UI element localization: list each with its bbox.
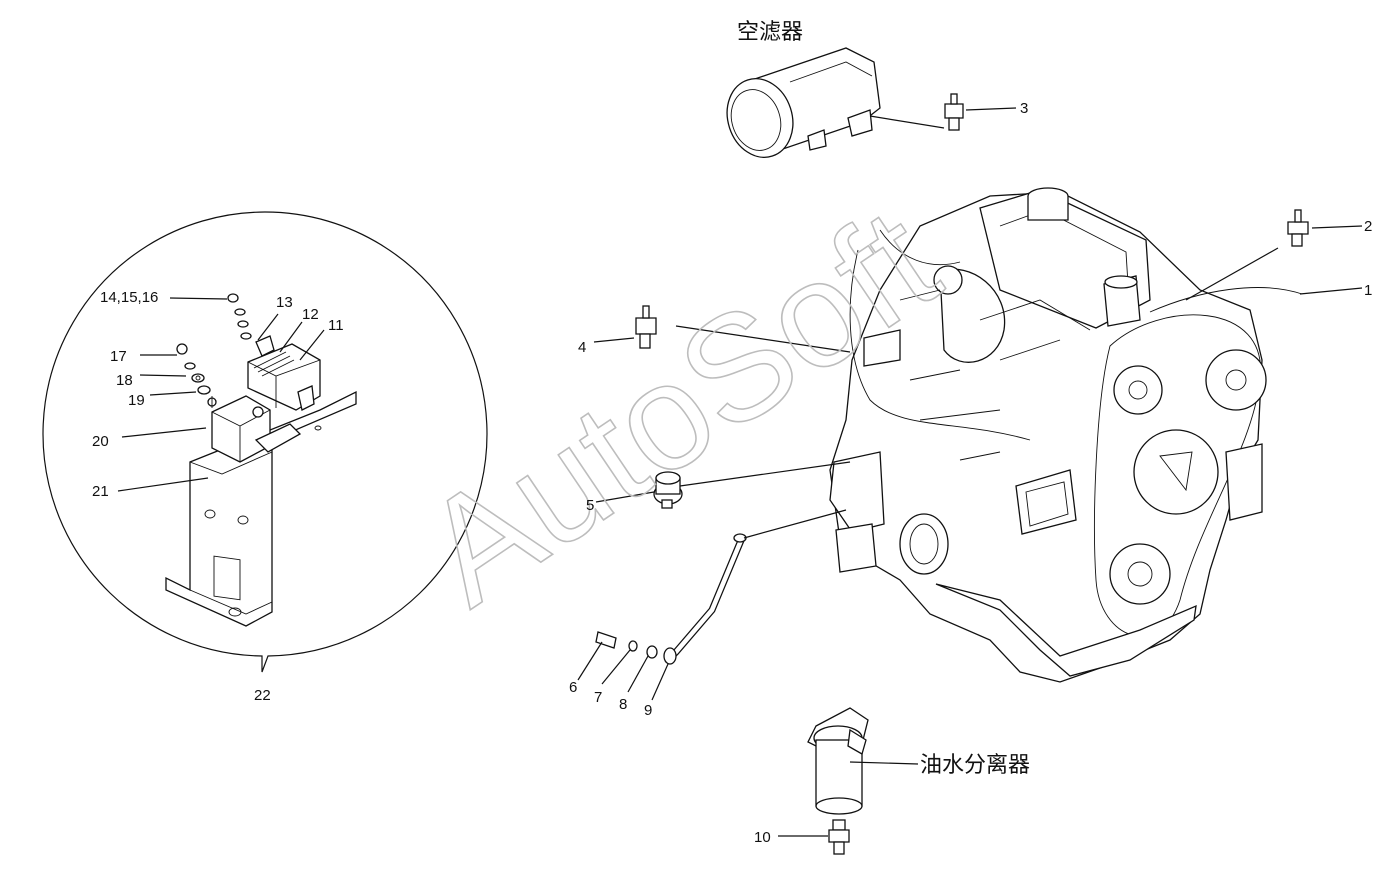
callout-8: 8 (619, 696, 627, 713)
callout-2: 2 (1364, 218, 1372, 235)
callout-12: 12 (302, 306, 319, 323)
callout-4: 4 (578, 339, 586, 356)
callout-19: 19 (128, 392, 145, 409)
callout-17: 17 (110, 348, 127, 365)
sensor-2-part (1287, 209, 1309, 247)
control-module-part (247, 335, 321, 411)
callout-21: 21 (92, 483, 109, 500)
callout-14-15-16: 14,15,16 (100, 289, 158, 306)
relay-part (207, 395, 302, 463)
callout-18: 18 (116, 372, 133, 389)
callout-7: 7 (594, 689, 602, 706)
callout-1: 1 (1364, 282, 1372, 299)
callout-11: 11 (328, 317, 344, 334)
callout-22: 22 (254, 687, 271, 704)
oil-pipe-part (595, 533, 747, 665)
callout-9: 9 (644, 702, 652, 719)
engine-assembly-part (829, 187, 1303, 683)
air-filter-part (726, 47, 881, 158)
sensor-5-part (653, 471, 683, 509)
callout-5: 5 (586, 497, 594, 514)
sensor-4-part (635, 305, 657, 349)
callout-10: 10 (754, 829, 771, 846)
callout-20: 20 (92, 433, 109, 450)
sensor-3-part (944, 93, 964, 131)
water-separator-part (807, 707, 869, 815)
bracket-part (165, 390, 357, 627)
air-filter-caption: 空滤器 (737, 20, 803, 45)
detail-leaders (117, 297, 325, 492)
callout-13: 13 (276, 294, 293, 311)
callout-3: 3 (1020, 100, 1028, 117)
water-separator-caption: 油水分离器 (920, 753, 1030, 778)
callout-6: 6 (569, 679, 577, 696)
fasteners-14-16 (227, 293, 252, 340)
main-leaders (577, 107, 1363, 837)
fasteners-17-19 (176, 343, 211, 395)
sensor-10-part (828, 819, 850, 855)
